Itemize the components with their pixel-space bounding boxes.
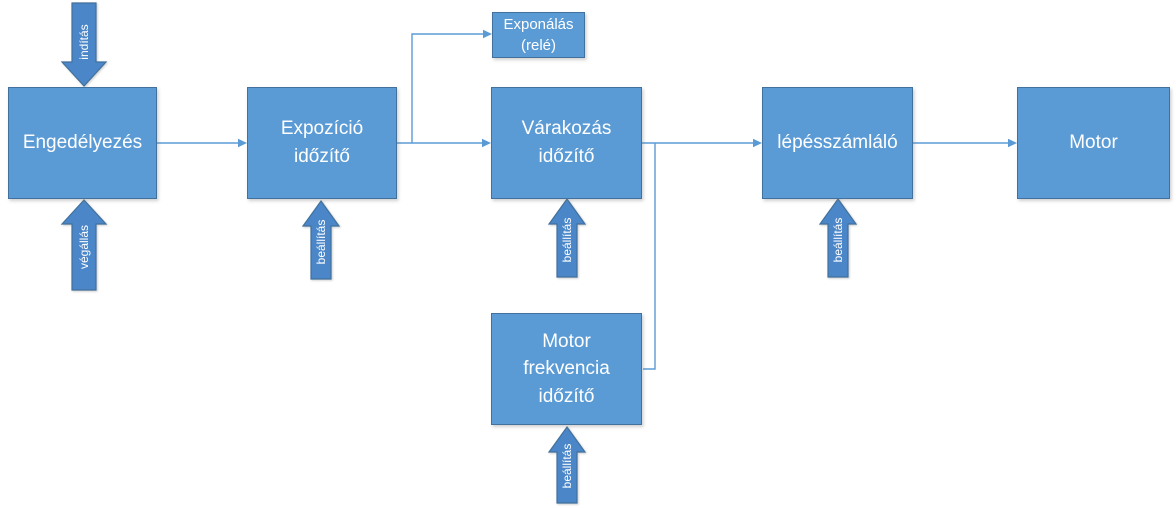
connector-motorfrekvencia-to-junction xyxy=(643,143,656,370)
block-arrow-beallitas-expozicio-up-icon xyxy=(301,199,341,280)
connector-lepesszamlalo-to-motor xyxy=(913,138,1017,148)
box-exponalas-rele: Exponálás (relé) xyxy=(492,12,585,58)
box-engedelyezes: Engedélyezés xyxy=(8,87,157,199)
box-lepesszamlalo: lépésszámláló xyxy=(762,87,913,199)
box-motor: Motor xyxy=(1017,87,1170,199)
arrow-label-inditas: indítás xyxy=(77,24,91,60)
arrow-label-vegallas: végállás xyxy=(77,224,91,270)
connector-expozicio-to-varakozas xyxy=(397,138,491,148)
block-arrow-beallitas-motorfrekvencia-up-icon xyxy=(547,425,587,504)
block-arrow-inditas-down-icon xyxy=(60,2,108,87)
arrow-label-beallitas-lepesszamlalo: beállítás xyxy=(831,217,845,263)
block-arrow-vegallas-up-icon xyxy=(60,199,108,291)
box-expozicio-idozito: Expozíció időzítő xyxy=(247,87,397,199)
box-varakozas-idozito: Várakozás időzítő xyxy=(491,87,642,199)
box-motor-frekvencia-idozito: Motor frekvencia időzítő xyxy=(491,313,642,425)
arrow-label-beallitas-motorfrekvencia: beállítás xyxy=(560,443,574,489)
block-arrow-beallitas-lepesszamlalo-up-icon xyxy=(818,197,858,278)
block-arrow-beallitas-varakozas-up-icon xyxy=(547,197,587,278)
arrow-label-beallitas-expozicio: beállítás xyxy=(314,219,328,265)
arrow-label-beallitas-varakozas: beállítás xyxy=(560,217,574,263)
connector-varakozas-to-lepesszamlalo xyxy=(642,138,762,148)
connector-engedelyezes-to-expozicio xyxy=(157,138,247,148)
connector-expozicio-to-exponalas xyxy=(411,29,492,143)
